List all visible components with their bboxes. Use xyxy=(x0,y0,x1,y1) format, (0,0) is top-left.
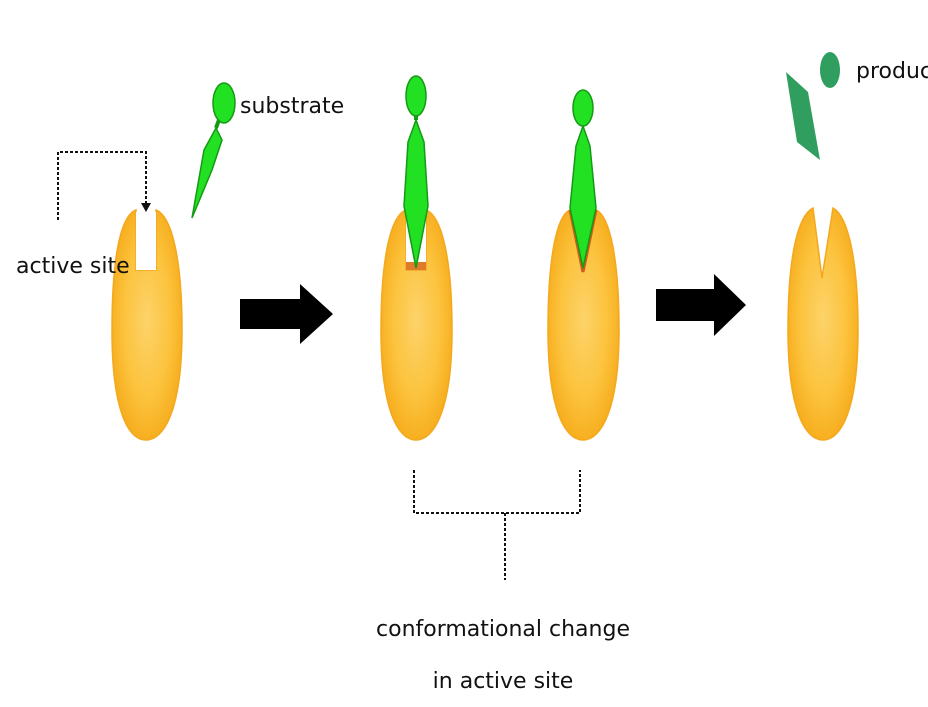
active-site-callout xyxy=(58,152,151,220)
right-arrow-icon xyxy=(240,284,333,344)
enzyme-released xyxy=(788,208,858,440)
product-fragment-2 xyxy=(820,52,840,88)
conformational-change-label: conformational change xyxy=(376,617,630,642)
product-fragment-1 xyxy=(786,72,820,160)
substrate-free xyxy=(192,83,235,218)
enzyme-free xyxy=(112,210,182,440)
substrate-label: substrate xyxy=(240,94,344,119)
products xyxy=(786,52,840,160)
right-arrow-icon xyxy=(656,274,746,336)
conformational-change-bracket xyxy=(414,470,580,580)
products-label: products xyxy=(856,59,928,84)
active-site-cavity xyxy=(136,212,156,270)
conformational-change-label-line2: in active site xyxy=(433,669,574,694)
callout-arrowhead-icon xyxy=(141,203,151,212)
active-site-label: active site xyxy=(16,254,130,279)
